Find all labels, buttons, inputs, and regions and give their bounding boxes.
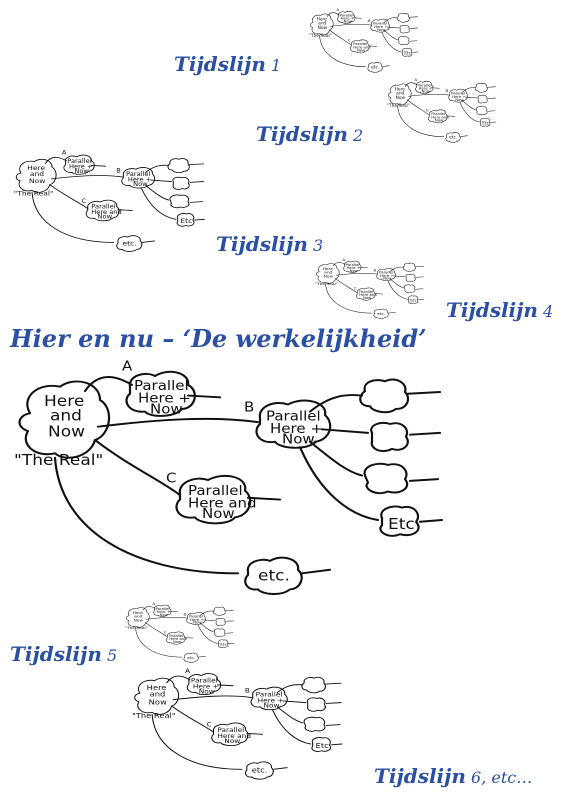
timeline-number: 1 bbox=[271, 56, 282, 75]
timeline-5-label: Tijdslijn 5 bbox=[10, 642, 117, 666]
timeline-5-diagram bbox=[124, 602, 236, 664]
timeline-word: Tijdslijn bbox=[446, 298, 538, 322]
timeline-number: 6, etc… bbox=[471, 768, 533, 787]
timeline-2-label: Tijdslijn 2 bbox=[256, 122, 363, 146]
timeline-4-diagram bbox=[314, 258, 426, 320]
timeline-word: Tijdslijn bbox=[216, 232, 308, 256]
timeline-3-diagram bbox=[12, 150, 208, 254]
main-reality-diagram bbox=[10, 360, 450, 600]
timeline-word: Tijdslijn bbox=[374, 764, 466, 788]
timeline-1-label: Tijdslijn 1 bbox=[174, 52, 281, 76]
timeline-number: 2 bbox=[353, 126, 364, 145]
timeline-word: Tijdslijn bbox=[174, 52, 266, 76]
timeline-word: Tijdslijn bbox=[10, 642, 102, 666]
timeline-6-diagram bbox=[130, 668, 346, 782]
timeline-number: 5 bbox=[107, 646, 118, 665]
timeline-number: 4 bbox=[543, 302, 554, 321]
timeline-word: Tijdslijn bbox=[256, 122, 348, 146]
timeline-1-diagram bbox=[308, 8, 420, 74]
timeline-3-label: Tijdslijn 3 bbox=[216, 232, 323, 256]
timeline-6-label: Tijdslijn 6, etc… bbox=[374, 764, 532, 788]
timeline-2-diagram bbox=[386, 78, 498, 144]
headline-here-and-now: Hier en nu – ‘De werkelijkheid’ bbox=[10, 324, 427, 353]
timeline-4-label: Tijdslijn 4 bbox=[446, 298, 553, 322]
timeline-number: 3 bbox=[313, 236, 324, 255]
